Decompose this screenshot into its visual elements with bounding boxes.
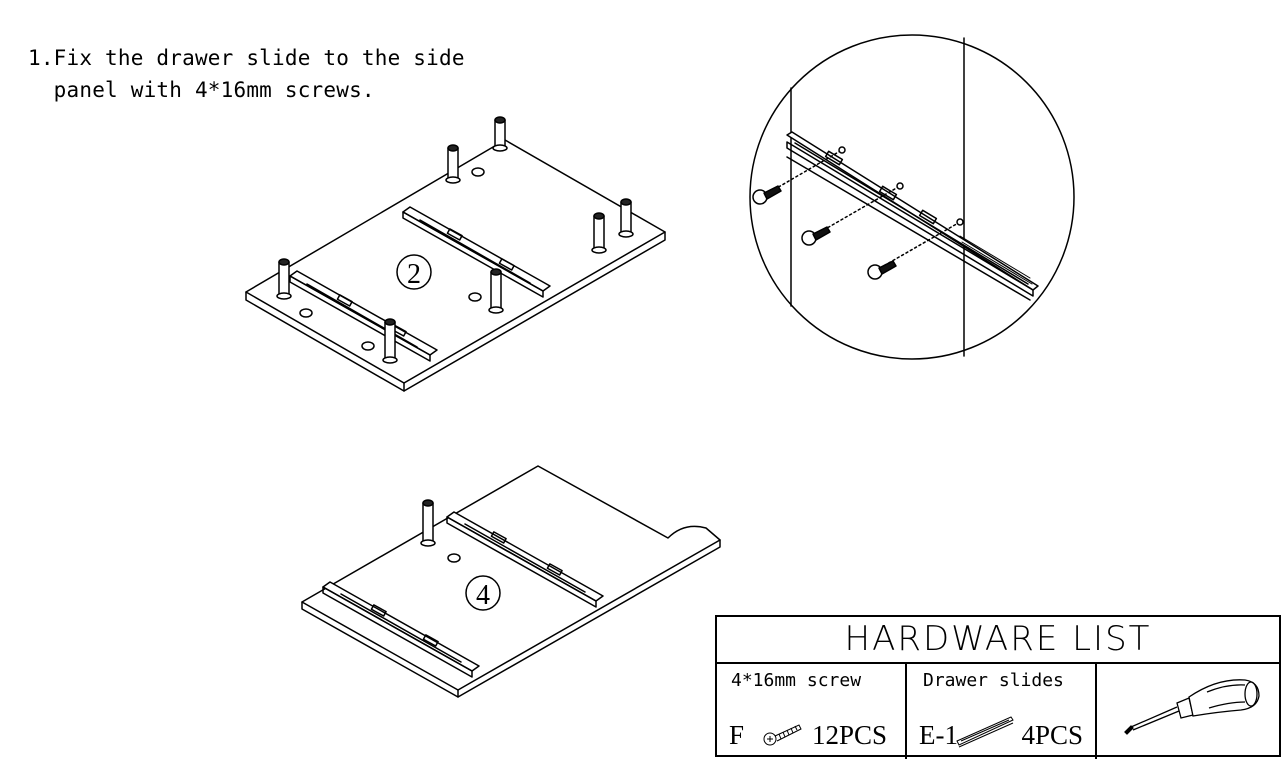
screwdriver-icon xyxy=(1124,679,1260,735)
detail-view xyxy=(749,34,1075,360)
detail-drawer-slide xyxy=(786,131,1039,301)
screw-icon xyxy=(867,260,897,280)
hardware-item-quantity: 4PCS xyxy=(1021,720,1083,750)
detail-screws xyxy=(752,146,964,280)
panel-2-label: 2 xyxy=(407,259,421,290)
hardware-list-title: HARDWARE LIST xyxy=(717,617,1279,664)
screw-icon xyxy=(801,226,831,246)
drawer-slide-lower xyxy=(289,270,438,362)
panel-4-marker xyxy=(465,575,501,611)
drawer-slide-upper xyxy=(446,511,604,608)
screw-icon xyxy=(752,185,782,205)
dowel-pin xyxy=(420,499,436,547)
side-panel-4: 4 xyxy=(301,465,721,698)
hardware-list: HARDWARE LIST 4*16mm screw F 12PCS Drawe… xyxy=(715,615,1281,759)
dowel-pins xyxy=(276,116,634,364)
panel-2-marker xyxy=(396,254,432,290)
hardware-item-screw: 4*16mm screw F 12PCS xyxy=(717,664,907,759)
hardware-item-label: 4*16mm screw xyxy=(731,670,862,691)
instruction-text: 1.Fix the drawer slide to the side panel… xyxy=(28,42,465,106)
drawer-slide-lower xyxy=(322,581,480,678)
drawer-slide-icon xyxy=(956,716,1014,748)
hardware-item-code: E-1 xyxy=(919,720,958,750)
instruction-line-2: panel with 4*16mm screws. xyxy=(28,78,375,102)
panel-4-label: 4 xyxy=(476,580,490,611)
hardware-tool xyxy=(1097,664,1279,759)
screw-icon xyxy=(763,724,802,746)
hardware-item-code: F xyxy=(729,720,745,750)
hardware-item-label: Drawer slides xyxy=(923,670,1064,691)
instruction-line-1: 1.Fix the drawer slide to the side xyxy=(28,46,465,70)
hardware-item-quantity: 12PCS xyxy=(811,720,887,750)
hardware-item-slide: Drawer slides E-1 4PCS xyxy=(907,664,1097,759)
side-panel-2: 2 xyxy=(245,116,666,392)
